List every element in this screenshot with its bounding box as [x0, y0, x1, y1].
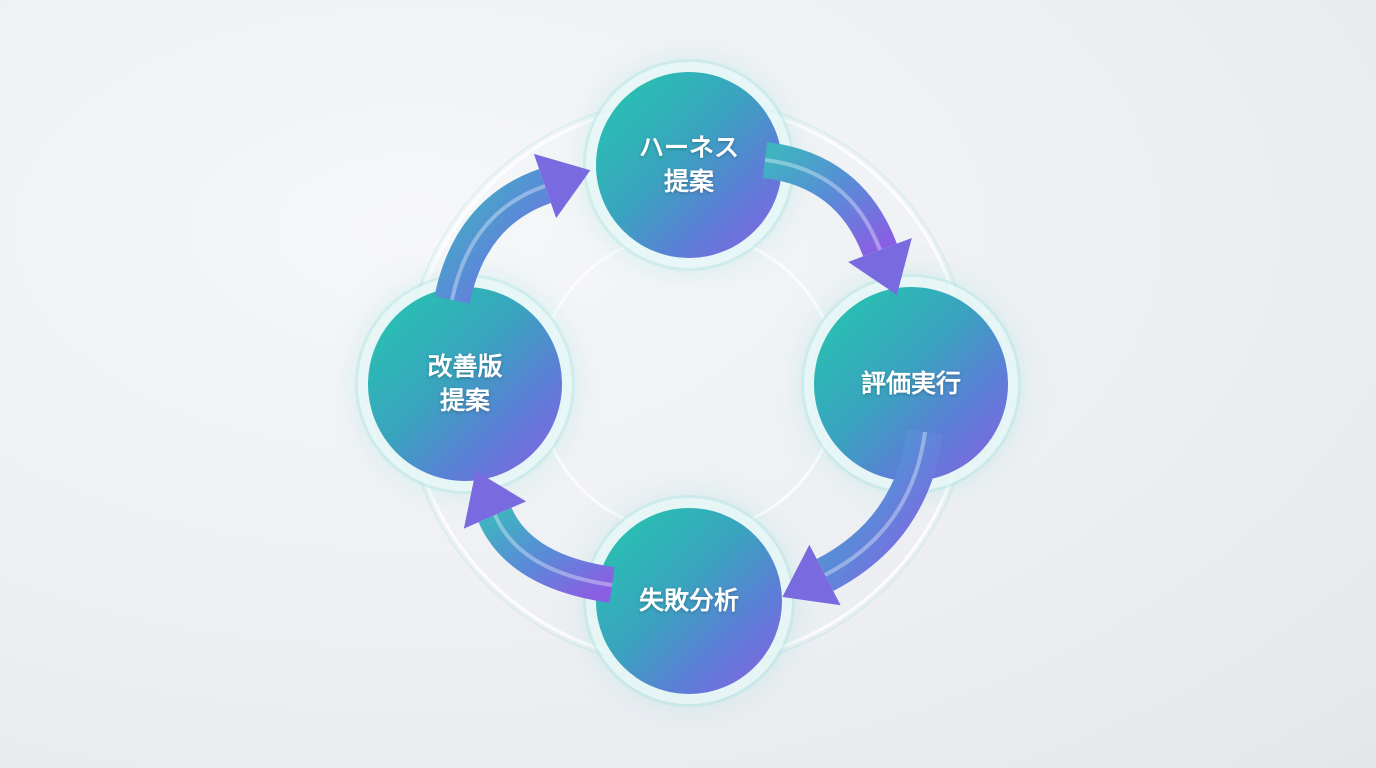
- arrow-head: [848, 238, 912, 295]
- arrow-highlight: [824, 431, 927, 577]
- arrow-highlight: [493, 514, 613, 587]
- node-failure-analysis: 失敗分析: [596, 508, 782, 694]
- node-label: ハーネス 提案: [638, 133, 739, 196]
- arrow-head: [533, 153, 591, 219]
- arrow-shaft: [816, 429, 943, 591]
- arrow-harness-to-eval: [762, 142, 912, 295]
- arrow-head: [463, 471, 527, 529]
- node-label: 改善版 提案: [427, 352, 503, 415]
- node-harness-proposal: ハーネス 提案: [596, 72, 782, 258]
- arrow-eval-to-failure: [782, 429, 943, 606]
- arrow-shaft: [478, 507, 615, 603]
- arrow-highlight: [450, 184, 546, 301]
- node-improved-proposal: 改善版 提案: [368, 287, 562, 481]
- arrow-highlight: [764, 158, 882, 251]
- arrow-shaft: [762, 142, 897, 257]
- arrow-failure-to-improve: [463, 471, 615, 603]
- arrow-shaft: [434, 168, 552, 304]
- node-label: 失敗分析: [638, 586, 739, 615]
- node-label: 評価実行: [860, 369, 961, 398]
- arrow-improve-to-harness: [434, 153, 591, 304]
- arrow-head: [782, 544, 841, 606]
